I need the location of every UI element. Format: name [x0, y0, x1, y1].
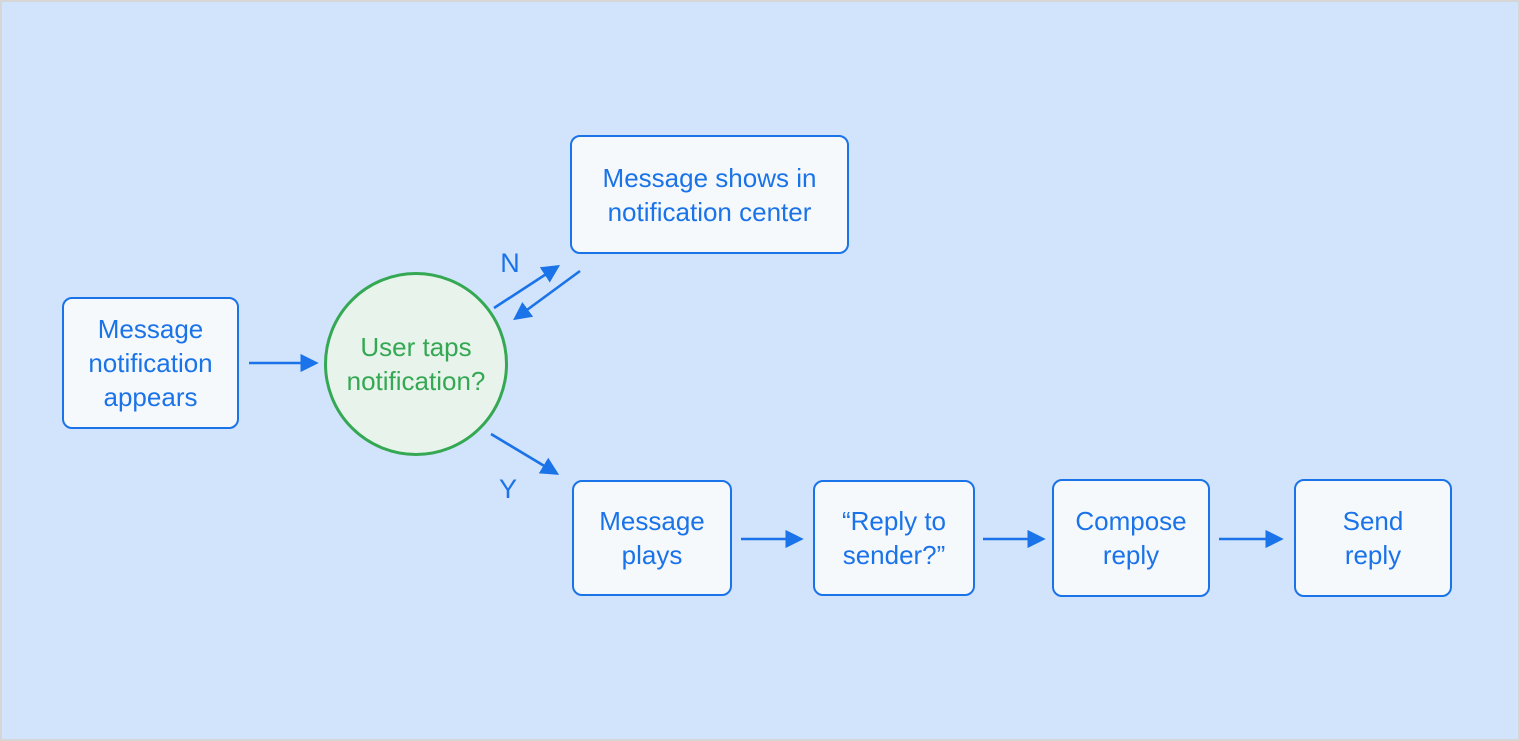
node-user-taps-notification-decision: User taps notification? [324, 272, 508, 456]
node-compose-reply: Compose reply [1052, 479, 1210, 597]
arrow-notification-center-to-decision [513, 269, 581, 321]
node-reply-to-sender: “Reply to sender?” [813, 480, 975, 596]
node-message-shows-in-notification-center: Message shows in notification center [570, 135, 849, 254]
edge-label-no: N [500, 248, 520, 278]
node-label: Send reply [1342, 506, 1404, 570]
node-message-notification-appears: Message notification appears [62, 297, 239, 429]
node-message-plays: Message plays [572, 480, 732, 596]
node-label: Compose reply [1075, 506, 1187, 570]
node-send-reply: Send reply [1294, 479, 1452, 597]
node-label: “Reply to sender?” [841, 506, 947, 570]
edge-label-yes: Y [498, 474, 517, 504]
node-label: Message notification appears [88, 314, 213, 412]
node-label: User taps notification? [346, 332, 486, 396]
arrow-decision-to-message-plays [490, 432, 560, 475]
node-label: Message shows in notification center [602, 162, 817, 227]
arrow-decision-to-notification-center [493, 265, 561, 310]
node-label: Message plays [599, 506, 705, 570]
